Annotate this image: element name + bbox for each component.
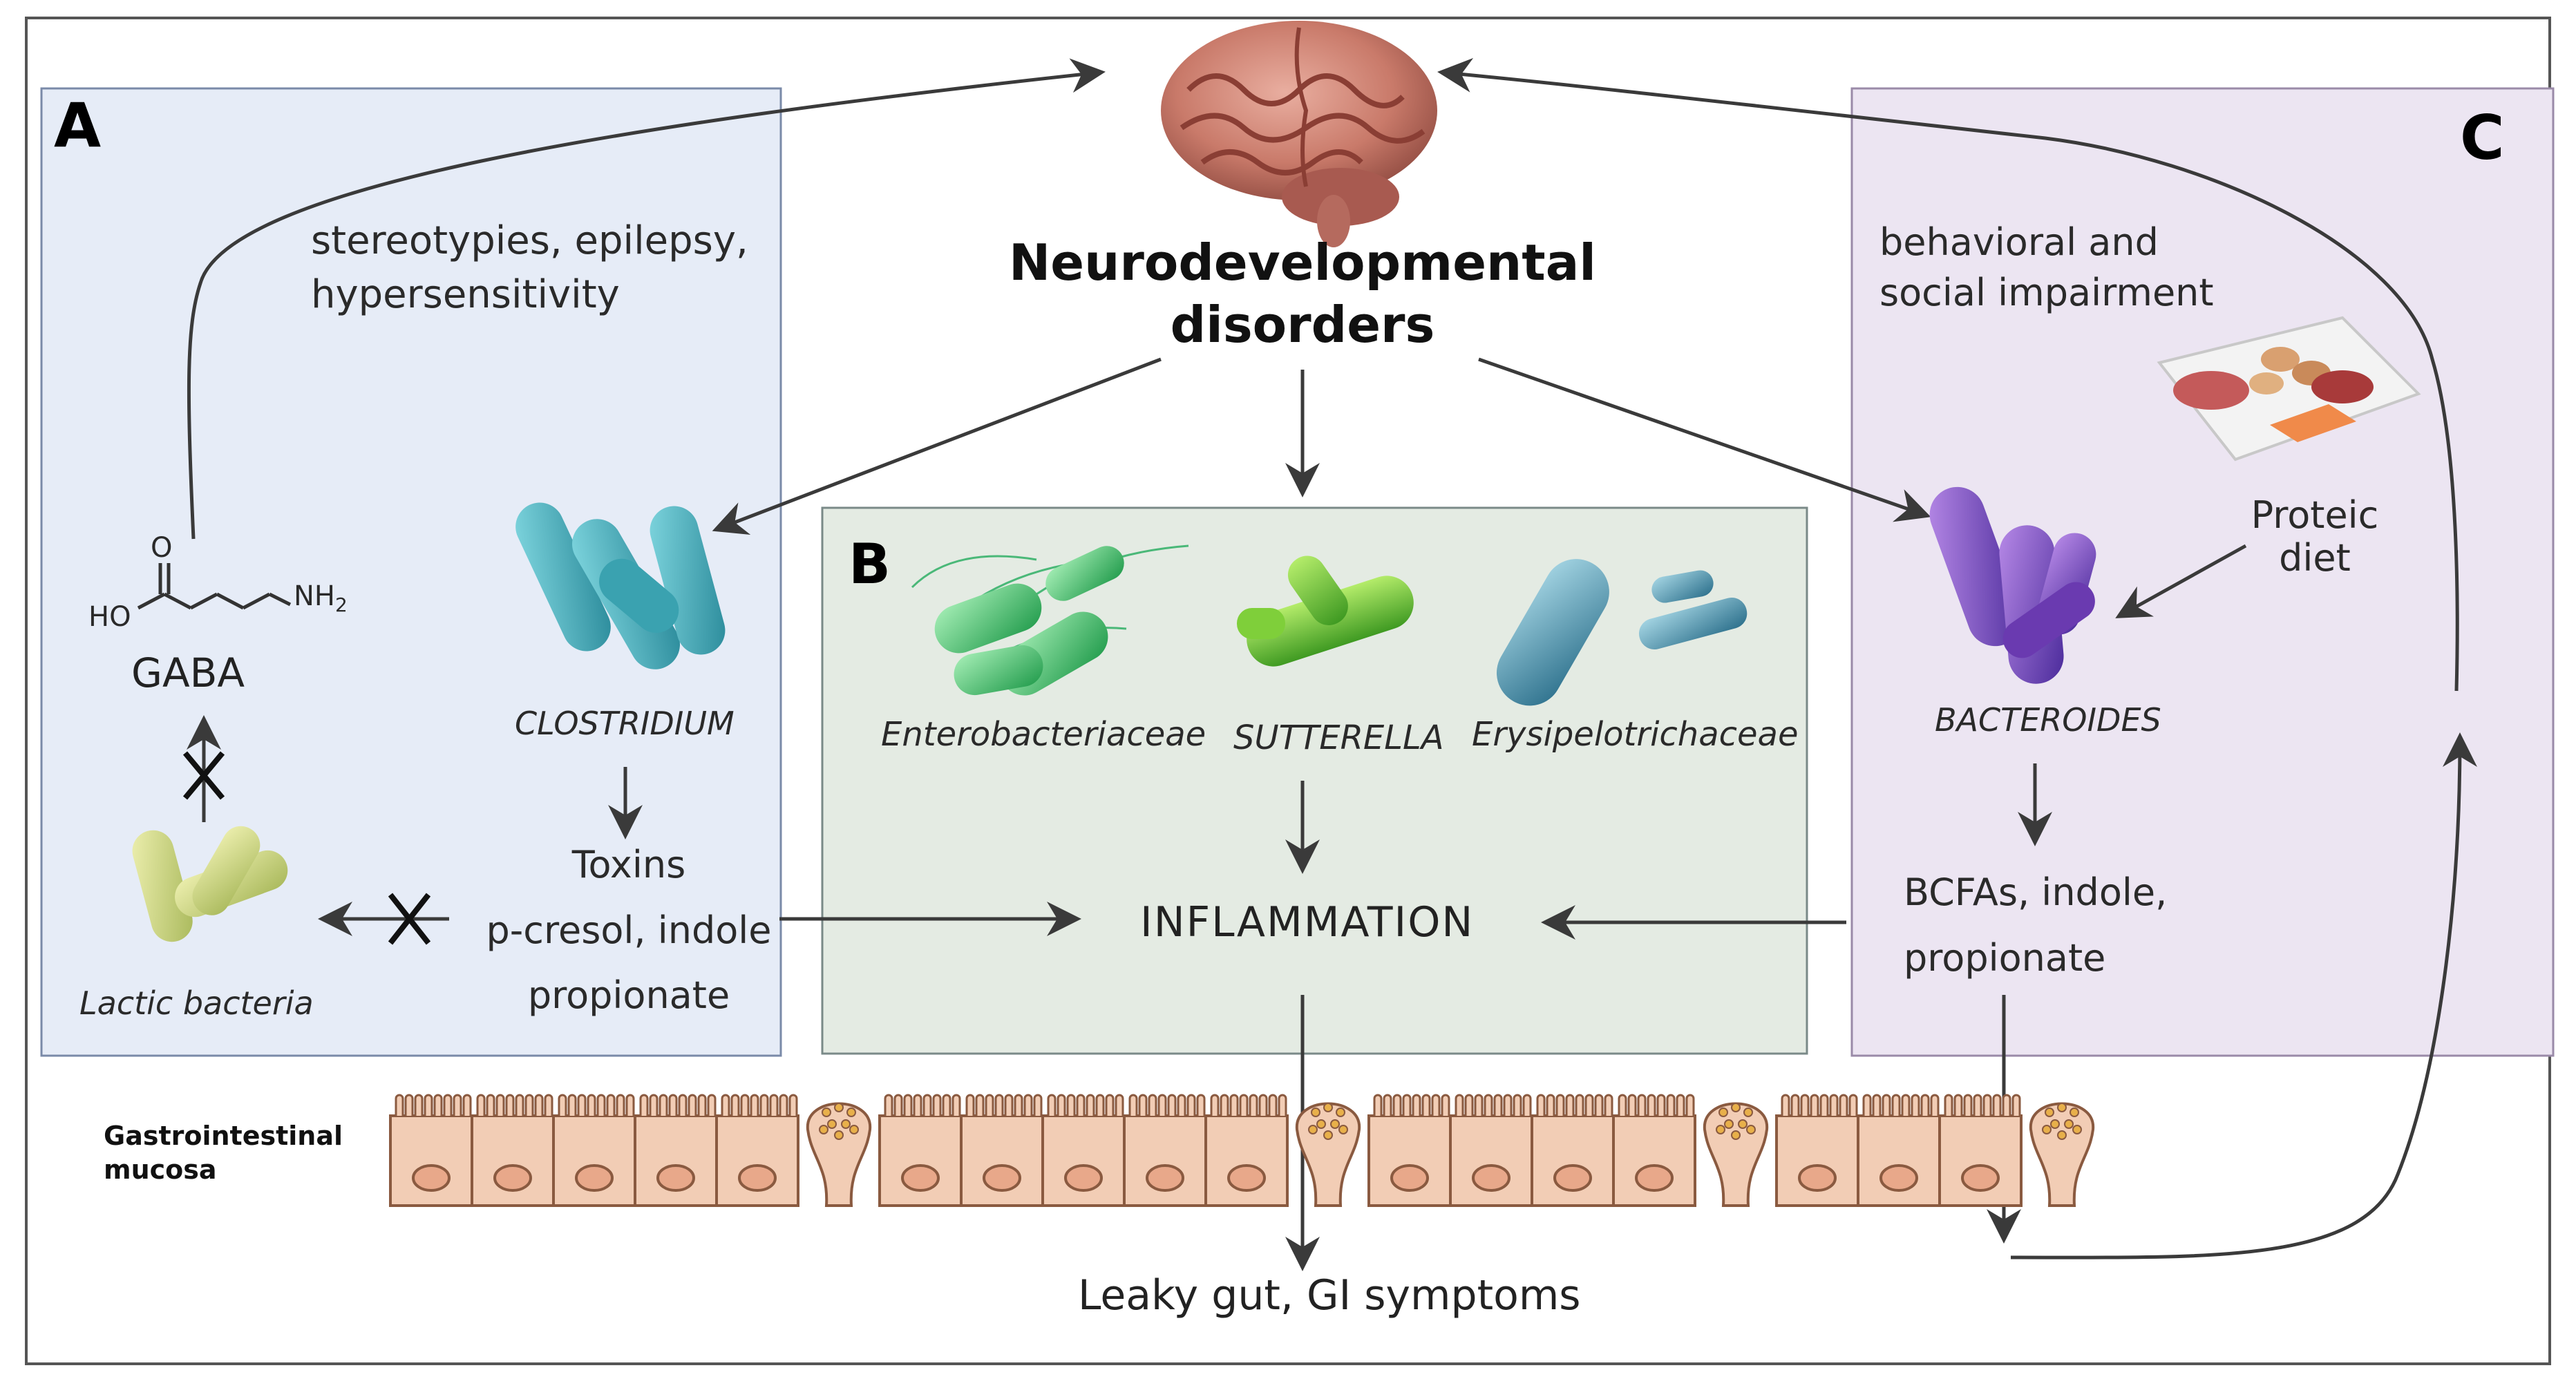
block-mark-horizontal (388, 893, 431, 945)
proteic-diet-label: Proteic diet (2232, 493, 2398, 580)
gaba-nh2-label: NH2 (294, 580, 348, 616)
proteic-diet-line1: Proteic (2251, 493, 2379, 537)
center-title-line2: disorders (1170, 296, 1435, 354)
arrow-diet-to-bacteroides (2115, 544, 2247, 618)
brain-illustration (1161, 21, 1437, 247)
bacteroides-label: BACTEROIDES (1935, 701, 2161, 739)
panel-a-symptoms: stereotypies, epilepsy, hypersensitivity (311, 214, 748, 323)
gaba-oxygen-label: O (151, 532, 173, 564)
panel-c-letter: C (2460, 102, 2505, 173)
block-mark-vertical (182, 751, 225, 800)
metabolites-line1: BCFAs, indole, (1904, 871, 2168, 914)
toxins-line3: propionate (527, 973, 730, 1017)
center-title-line1: Neurodevelopmental (1009, 234, 1596, 292)
panel-a-letter: A (54, 90, 102, 161)
metabolites-line2: propionate (1904, 935, 2106, 980)
gastrointestinal-mucosa-strip (389, 1094, 2095, 1207)
panel-b-letter: B (849, 532, 891, 596)
inflammation-label: INFLAMMATION (1140, 898, 1475, 947)
enterobacteriaceae-bacteria (911, 544, 1189, 696)
gaba-ho-label: HO (88, 601, 131, 633)
outcome-label: Leaky gut, GI symptoms (1078, 1271, 1581, 1320)
arrow-mucosa-to-bacteroides-loop (2010, 732, 2477, 1259)
erysipelotrichaceae-label: Erysipelotrichaceae (1472, 715, 1799, 754)
erysipelotrichaceae-bacteria (1497, 559, 1748, 706)
bacteroides-bacteria (1929, 486, 2096, 684)
sutterella-bacteria (1237, 555, 1414, 667)
arrow-gaba-to-brain (187, 58, 1106, 540)
sutterella-label: SUTTERELLA (1233, 719, 1444, 757)
arrow-panel-c-to-brain (1437, 57, 2459, 692)
panel-c-symptoms-line1: behavioral and (1879, 220, 2159, 264)
mucosa-label: Gastrointestinal mucosa (104, 1119, 343, 1188)
mucosa-label-line2: mucosa (104, 1154, 217, 1186)
clostridium-label: CLOSTRIDIUM (515, 705, 735, 742)
toxins-line2: p-cresol, indole (486, 908, 772, 952)
gaba-label: GABA (131, 649, 245, 696)
center-title: Neurodevelopmental disorders (1009, 231, 1596, 356)
panel-c-metabolites: BCFAs, indole, propionate (1904, 860, 2167, 991)
proteic-diet-line2: diet (2279, 536, 2351, 580)
arrow-brain-to-bacteroides (1478, 357, 1931, 522)
panel-a-symptoms-line1: stereotypies, epilepsy, (311, 218, 748, 263)
panel-a-symptoms-line2: hypersensitivity (311, 272, 620, 318)
lactic-bacteria-label: Lactic bacteria (79, 985, 314, 1022)
lactic-bacteria (132, 826, 288, 942)
toxins-block: Toxins p-cresol, indole propionate (477, 833, 781, 1029)
arrow-brain-to-clostridium (712, 357, 1162, 535)
enterobacteriaceae-label: Enterobacteriaceae (881, 715, 1206, 754)
panel-c-symptoms: behavioral and social impairment (1879, 218, 2214, 319)
food-tray-illustration (2157, 316, 2421, 462)
clostridium-bacteria (515, 502, 726, 669)
toxins-line1: Toxins (571, 843, 686, 886)
panel-c-symptoms-line2: social impairment (1879, 270, 2214, 314)
mucosa-label-line1: Gastrointestinal (104, 1121, 343, 1151)
gaba-nh-sub: 2 (335, 593, 348, 616)
gaba-nh-text: NH (294, 580, 335, 612)
gaba-molecule (137, 563, 292, 610)
